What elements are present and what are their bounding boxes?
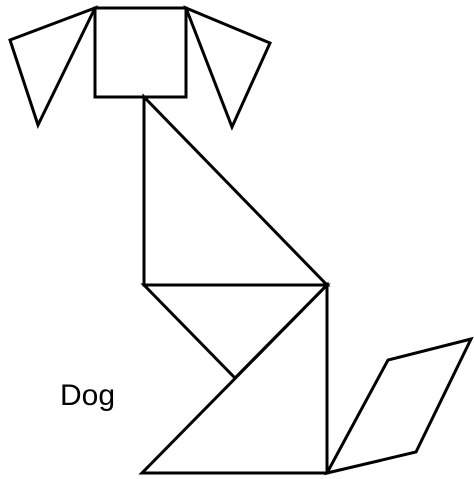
chest-medium-triangle xyxy=(144,285,327,378)
right-ear-triangle xyxy=(186,8,270,127)
head-square xyxy=(95,8,186,97)
tail-parallelogram xyxy=(327,339,471,473)
left-ear-triangle xyxy=(10,8,95,125)
figure-label: Dog xyxy=(60,381,115,411)
body-large-triangle xyxy=(144,97,327,285)
